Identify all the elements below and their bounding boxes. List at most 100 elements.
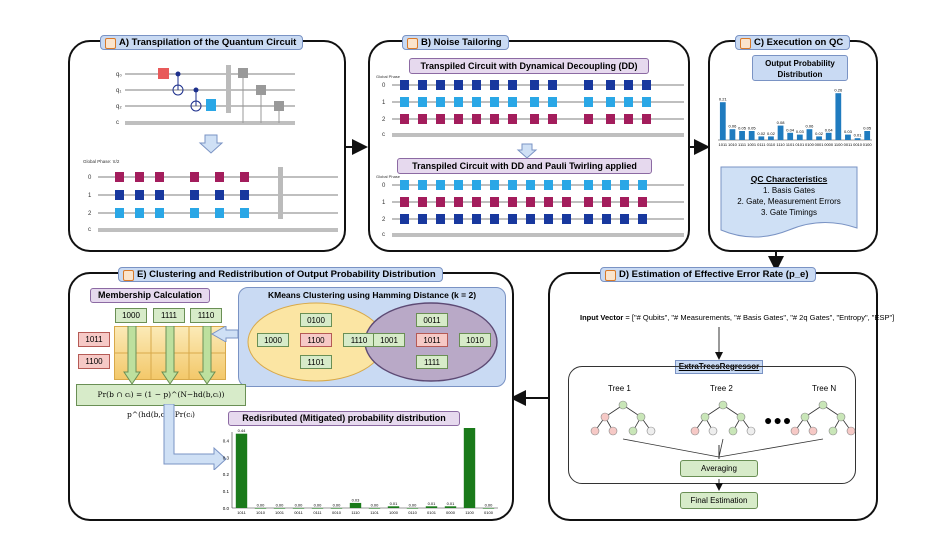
cluster-right-bit: 1011 [416, 333, 448, 347]
cluster-left-bit: 1000 [257, 333, 289, 347]
tree-node [608, 426, 618, 436]
gate [436, 214, 445, 224]
tree-label: Tree 2 [710, 384, 733, 393]
bar [825, 132, 832, 140]
svg-text:1: 1 [88, 193, 92, 199]
bar [330, 508, 343, 509]
tree-node [600, 412, 610, 422]
gate [454, 180, 463, 190]
y-tick-label: 0.0 [223, 506, 230, 511]
bar [864, 131, 871, 140]
gate [135, 208, 144, 218]
category-label: 1100 [465, 510, 474, 515]
svg-text:1: 1 [382, 100, 386, 106]
category-label: 1110 [776, 142, 785, 147]
category-label: 1011 [719, 142, 728, 147]
panel-e-title: E) Clustering and Redistribution of Outp… [118, 267, 443, 282]
bar-value-label: 0.21 [719, 97, 728, 102]
gate [526, 214, 535, 224]
qubit-label: q₂ [116, 104, 122, 110]
category-label: 0100 [484, 510, 494, 515]
gate [240, 172, 249, 182]
bar [758, 136, 765, 140]
category-label: 0010 [332, 510, 342, 515]
gate [418, 97, 427, 107]
panel-d-title: D) Estimation of Effective Error Rate (p… [600, 267, 816, 282]
gate [215, 190, 224, 200]
category-label: 1001 [275, 510, 285, 515]
bar [368, 508, 381, 509]
y-tick-label: 0.2 [223, 472, 230, 477]
bar [482, 508, 495, 509]
membership-top-bit: 1110 [190, 308, 222, 323]
gate [155, 208, 164, 218]
gate [436, 180, 445, 190]
gate [544, 180, 553, 190]
bar-value-label: 0.00 [371, 503, 380, 508]
gate [548, 97, 557, 107]
gate [454, 197, 463, 207]
membership-top-bit: 1111 [153, 308, 185, 323]
bar [739, 131, 745, 140]
cluster-right-bit: 1010 [459, 333, 491, 347]
gate [638, 214, 647, 224]
gate [562, 214, 571, 224]
gate [436, 80, 445, 90]
formula-arrow [163, 404, 227, 470]
bar [425, 506, 438, 508]
bar-value-label: 0.44 [238, 428, 247, 433]
chart-icon [605, 270, 616, 281]
gate [624, 97, 633, 107]
gate [240, 190, 249, 200]
bar [444, 506, 457, 508]
tree-node [736, 412, 746, 422]
bar [273, 508, 286, 509]
category-label: 1011 [237, 510, 246, 515]
output-title: Output Probability Distribution [752, 55, 848, 81]
bar [729, 129, 736, 140]
gate [562, 197, 571, 207]
gate [490, 80, 499, 90]
bar-value-label: 0.02 [767, 131, 776, 136]
bar-value-label: 0.01 [428, 501, 437, 506]
tree-node [590, 426, 600, 436]
bar [796, 134, 803, 140]
kmeans-arrow [210, 326, 239, 342]
gate [620, 180, 629, 190]
tree-node [818, 400, 828, 410]
twirl-title: Transpiled Circuit with DD and Pauli Twi… [397, 158, 652, 174]
category-label: 1101 [370, 510, 379, 515]
gate [526, 180, 535, 190]
gate [472, 214, 481, 224]
tree-node [828, 426, 838, 436]
gate [472, 180, 481, 190]
bar-value-label: 0.00 [257, 503, 266, 508]
tree-node [746, 426, 756, 436]
bar [719, 102, 726, 140]
qc-item: 2. Gate, Measurement Errors [737, 197, 841, 206]
averaging-box: Averaging [680, 460, 758, 477]
gate [562, 180, 571, 190]
gate [436, 114, 445, 124]
circuit-icon [105, 38, 116, 49]
bar-value-label: 0.08 [777, 120, 786, 125]
gate [418, 180, 427, 190]
y-tick-label: 0.3 [223, 455, 230, 460]
category-label: 1100 [834, 142, 843, 147]
membership-title: Membership Calculation [90, 288, 210, 303]
category-label: 0101 [795, 142, 805, 147]
gate [602, 197, 611, 207]
gate [400, 80, 409, 90]
qc-item: 1. Basis Gates [762, 186, 816, 195]
gate [602, 180, 611, 190]
gate [490, 114, 499, 124]
gate [472, 197, 481, 207]
svg-text:c: c [382, 132, 385, 138]
tree-node [690, 426, 700, 436]
bar [835, 93, 842, 140]
bar-value-label: 0.05 [738, 126, 747, 131]
gate [584, 180, 593, 190]
gate [418, 214, 427, 224]
gate [642, 97, 651, 107]
chip-icon [740, 38, 751, 49]
